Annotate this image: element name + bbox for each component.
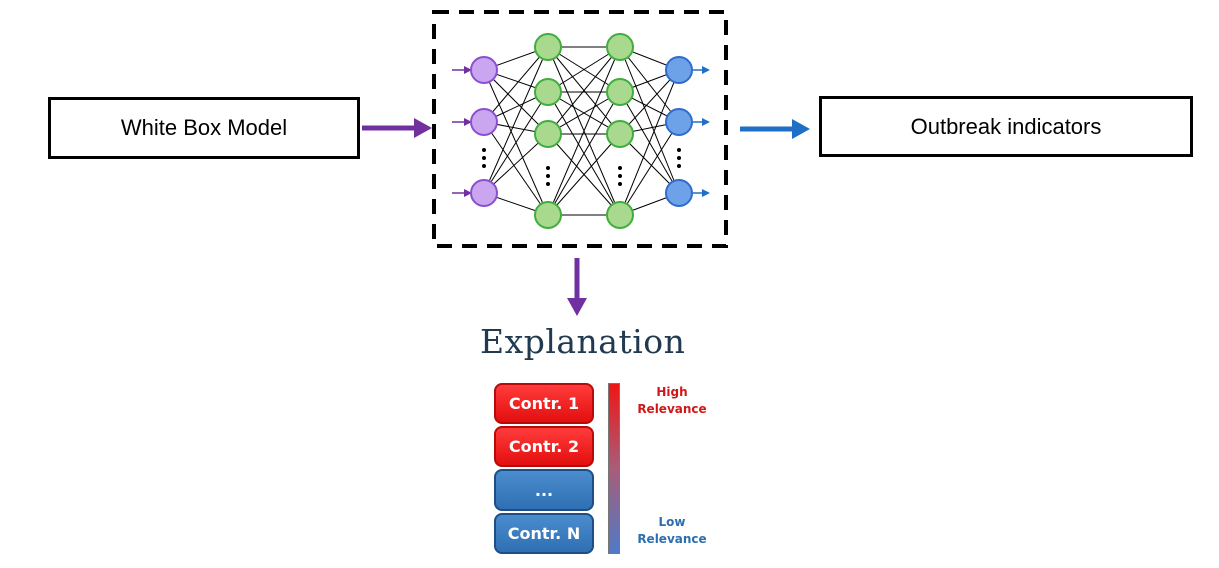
network-nodes — [470, 33, 693, 229]
white-box-model-label: White Box Model — [120, 115, 288, 140]
low-relevance-line-1: Low — [658, 515, 686, 529]
ellipsis-dot-3-1 — [677, 156, 681, 160]
contribution-2-label: Contr. 2 — [508, 437, 580, 456]
output-node-3-0 — [665, 56, 693, 84]
outbreak-indicators-label: Outbreak indicators — [910, 113, 1102, 139]
input-node-0-1 — [470, 108, 498, 136]
output-node-3-1 — [665, 108, 693, 136]
white-box-model-box: White Box Model — [48, 97, 360, 159]
hidden-node-2-3 — [606, 201, 634, 229]
connection-line-2-3-1 — [619, 121, 680, 216]
contribution-ellipsis-label: ... — [534, 480, 554, 500]
contribution-1-label: Contr. 1 — [508, 394, 580, 413]
input-node-0-2 — [470, 179, 498, 207]
connection-line-0-0-2 — [483, 69, 549, 135]
input-node-0-0 — [470, 56, 498, 84]
hidden-node-2-0 — [606, 33, 634, 61]
ellipsis-dot-1-0 — [546, 166, 550, 170]
input-arrow-head — [414, 118, 432, 138]
ellipsis-dot-3-0 — [677, 148, 681, 152]
ellipsis-dot-0-1 — [482, 156, 486, 160]
connection-line-1-3-0 — [547, 46, 621, 216]
connection-line-1-2-0 — [547, 46, 621, 135]
connection-line-2-3-0 — [619, 69, 680, 216]
ellipsis-dot-2-2 — [618, 182, 622, 186]
contribution-2-block: Contr. 2 — [494, 426, 594, 467]
contribution-ellipsis-block: ... — [494, 469, 594, 511]
io-arrows — [452, 66, 710, 197]
high-relevance-line-2: Relevance — [637, 402, 707, 416]
outbreak-indicators-box: Outbreak indicators — [819, 96, 1193, 157]
contribution-n-block: Contr. N — [494, 513, 594, 554]
ellipsis-dot-1-1 — [546, 174, 550, 178]
connection-line-0-2-0 — [483, 46, 549, 194]
hidden-node-1-1 — [534, 78, 562, 106]
connection-line-1-1-0 — [547, 46, 621, 93]
connection-line-0-1-3 — [483, 121, 549, 216]
high-relevance-line-1: High — [656, 385, 688, 399]
hidden-node-1-0 — [534, 33, 562, 61]
explanation-title: Explanation — [480, 322, 686, 361]
hidden-node-1-2 — [534, 120, 562, 148]
ellipsis-dot-2-0 — [618, 166, 622, 170]
ellipsis-marks — [482, 148, 681, 186]
network-connections — [483, 46, 680, 216]
ellipsis-dot-3-2 — [677, 164, 681, 168]
low-relevance-line-2: Relevance — [637, 532, 707, 546]
hidden-node-1-3 — [534, 201, 562, 229]
contribution-n-label: Contr. N — [507, 524, 581, 543]
ellipsis-dot-0-2 — [482, 164, 486, 168]
contribution-1-block: Contr. 1 — [494, 383, 594, 424]
connection-line-0-2-2 — [483, 133, 549, 194]
connection-line-2-0-1 — [619, 46, 680, 123]
relevance-gradient-bar — [608, 383, 620, 554]
explanation-arrow-head — [567, 298, 587, 316]
low-relevance-label: Low Relevance — [632, 514, 712, 548]
hidden-node-2-1 — [606, 78, 634, 106]
output-arrow-head — [792, 119, 810, 139]
connection-line-2-0-2 — [619, 46, 680, 194]
connection-line-2-2-0 — [619, 69, 680, 135]
connection-line-1-3-2 — [547, 133, 621, 216]
connection-line-0-1-0 — [483, 46, 549, 123]
model-dashed-frame — [432, 10, 728, 248]
ellipsis-dot-0-0 — [482, 148, 486, 152]
output-node-3-2 — [665, 179, 693, 207]
connection-line-0-2-1 — [483, 91, 549, 194]
ellipsis-dot-2-1 — [618, 174, 622, 178]
ellipsis-dot-1-2 — [546, 182, 550, 186]
connection-line-1-3-1 — [547, 91, 621, 216]
hidden-node-2-2 — [606, 120, 634, 148]
high-relevance-label: High Relevance — [632, 384, 712, 418]
